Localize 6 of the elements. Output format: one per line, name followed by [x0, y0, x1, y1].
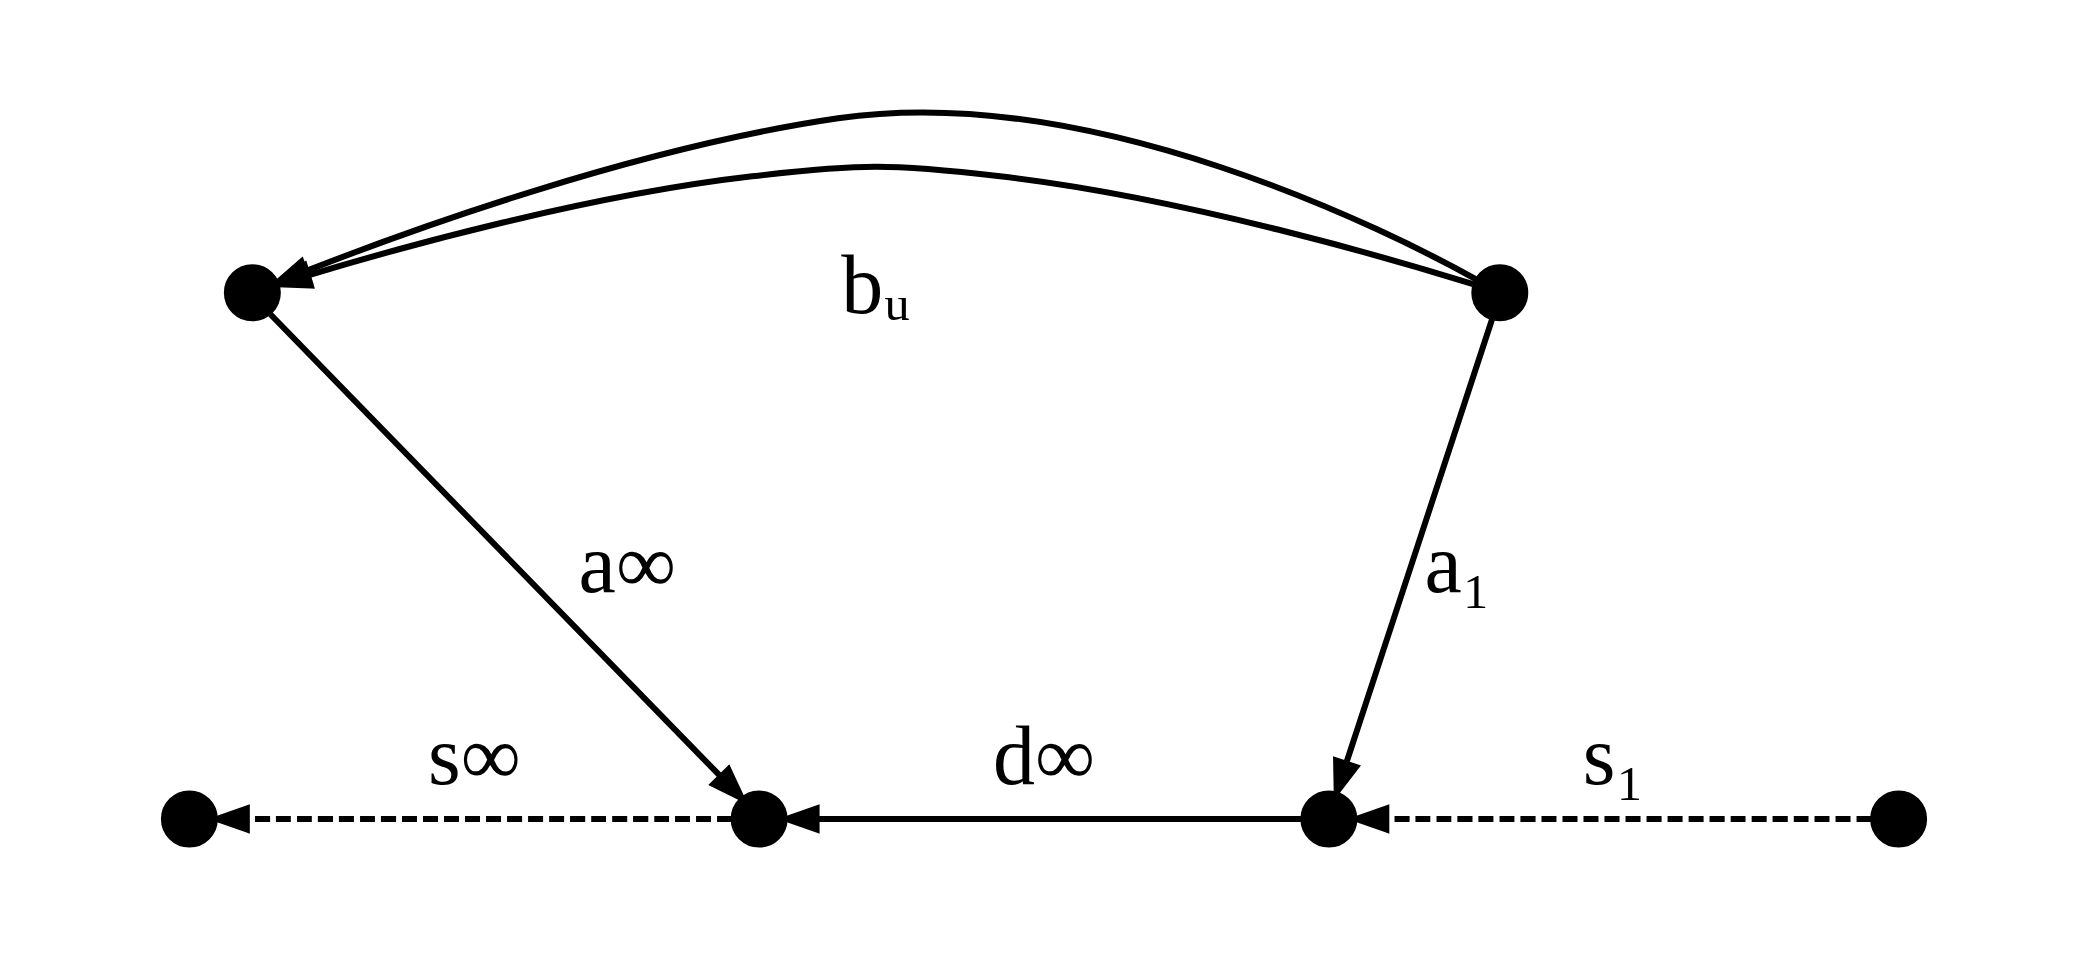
edge-label: a₁ [1424, 517, 1492, 611]
edge-label: s₁ [1582, 709, 1645, 803]
edge-label: s∞ [427, 709, 521, 803]
edge-label: d∞ [993, 709, 1095, 803]
label: bᵤ [841, 238, 911, 332]
edge-label: a∞ [578, 517, 676, 611]
